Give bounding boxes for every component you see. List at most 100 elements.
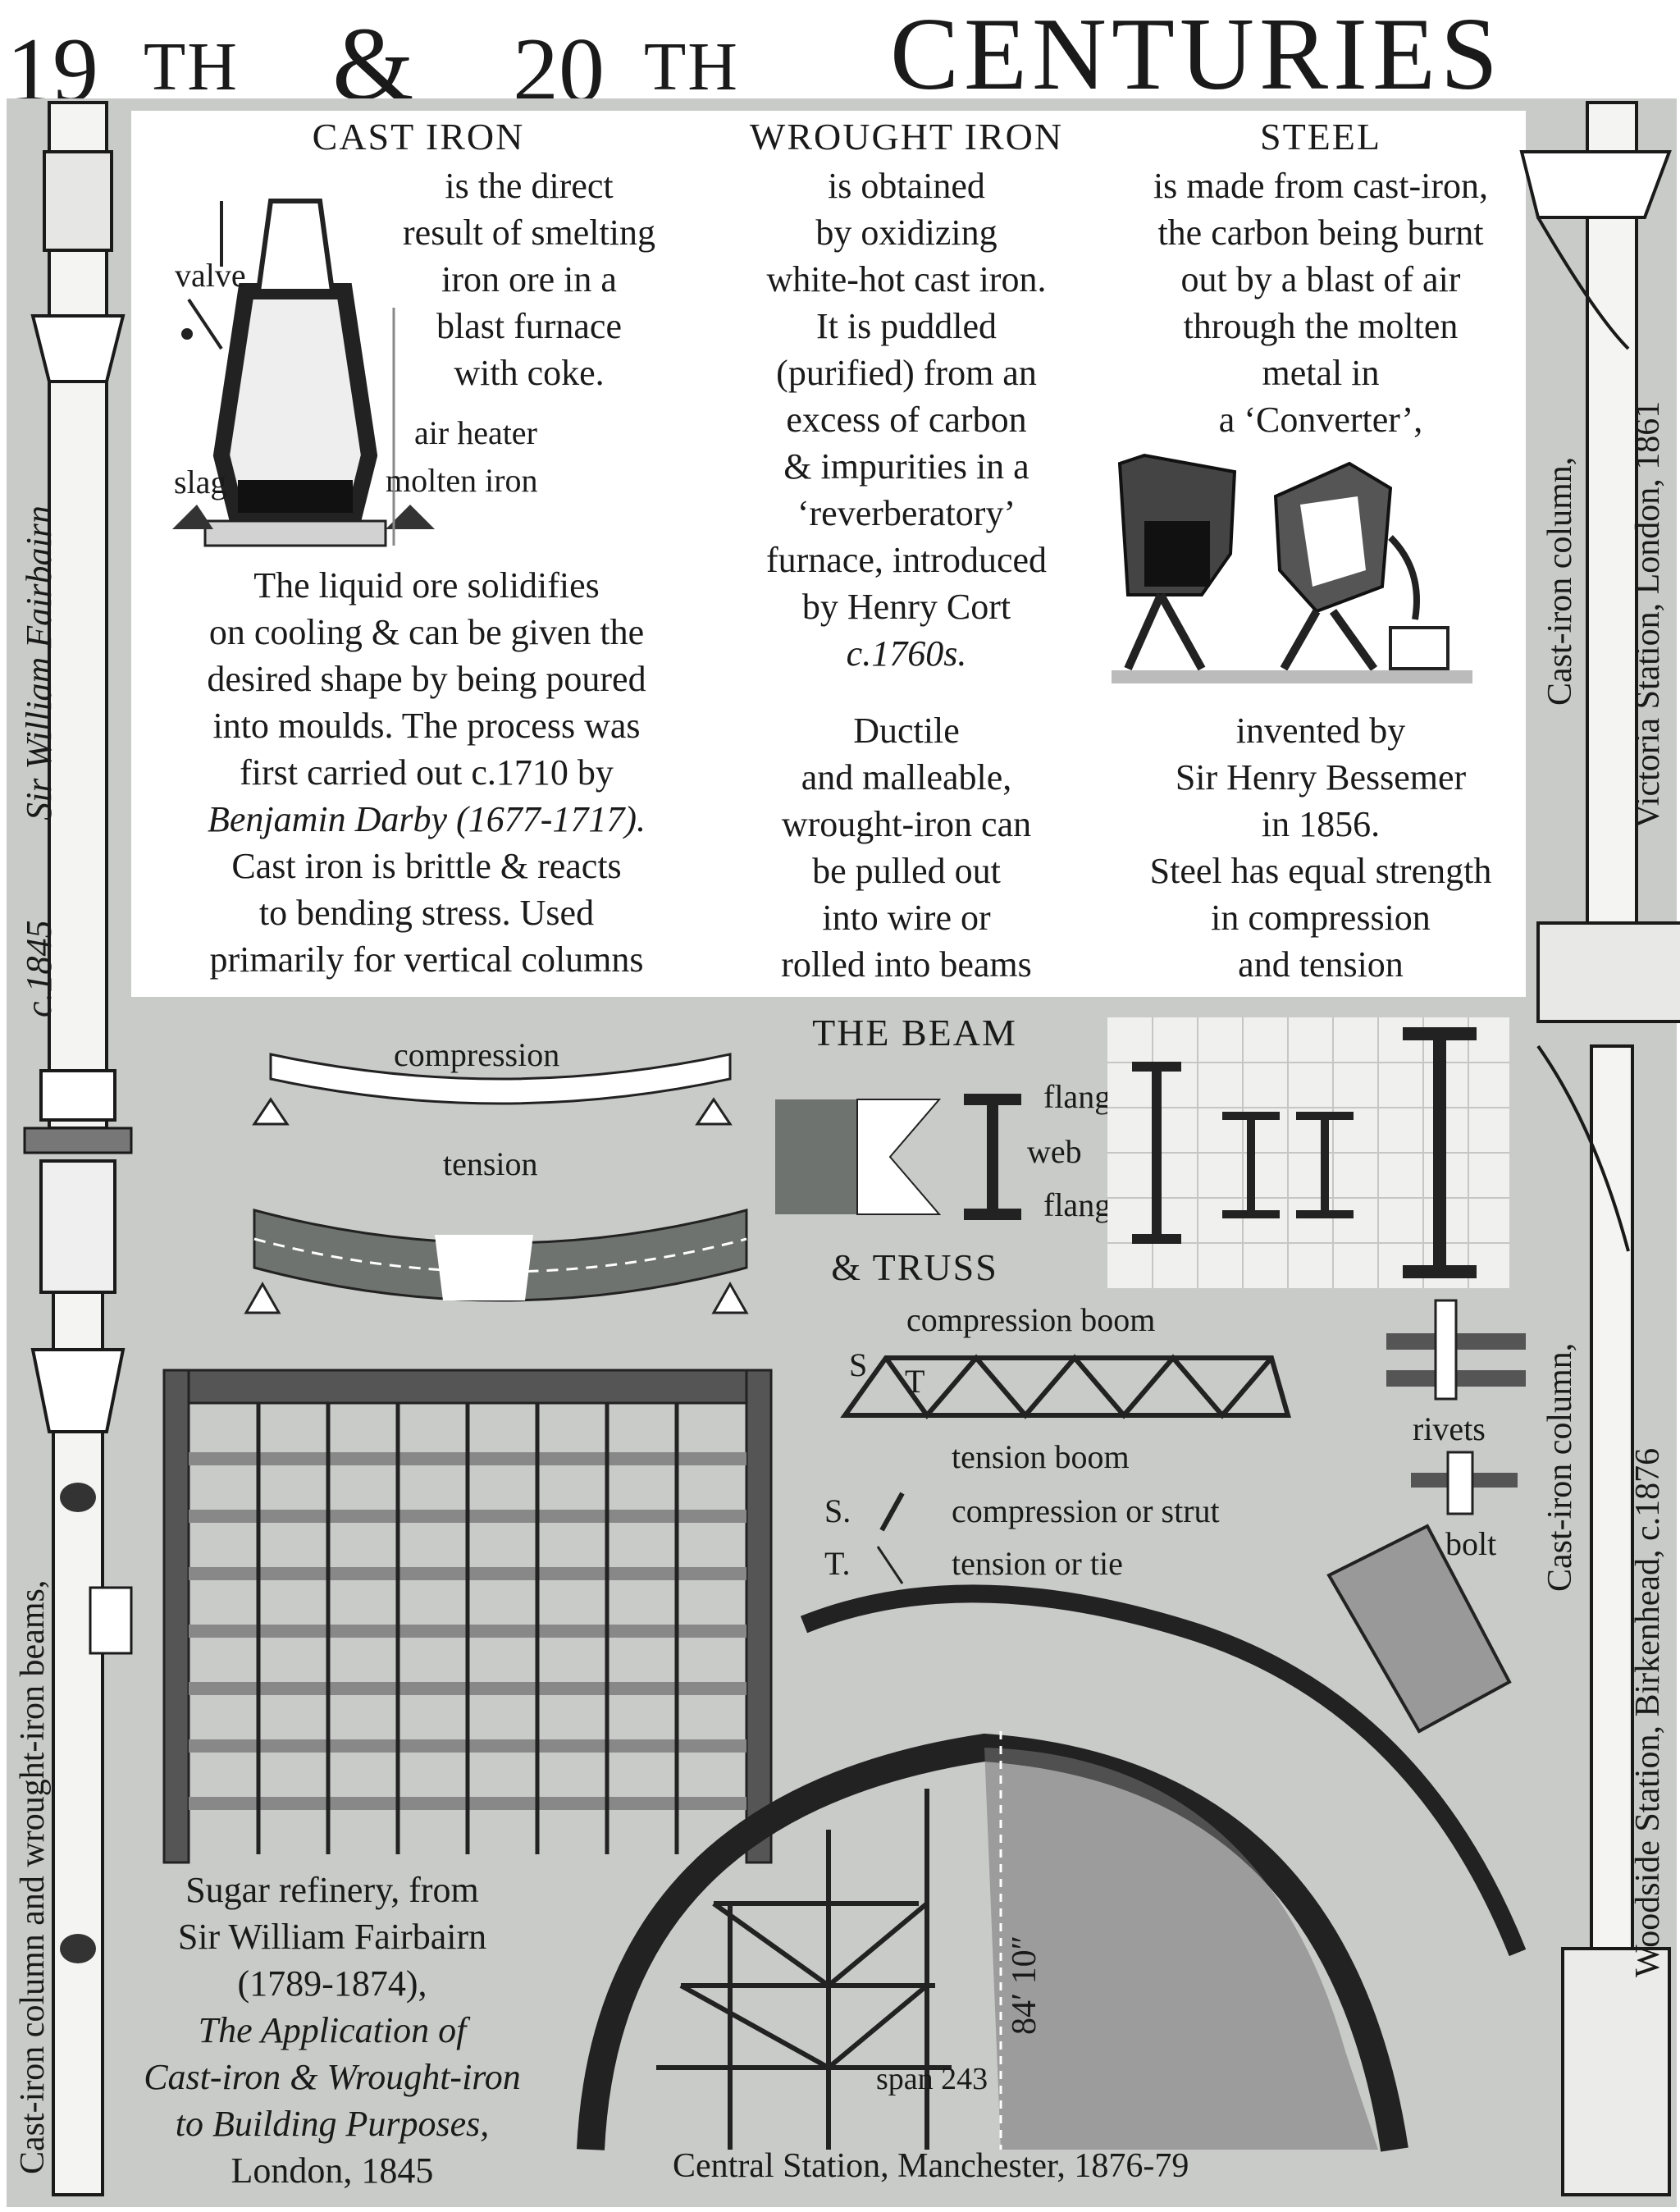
right-cast-iron-columns-illustration xyxy=(1519,101,1680,2196)
steel-body-line: through the molten xyxy=(1183,306,1459,346)
steel-properties-line: Steel has equal strength xyxy=(1149,851,1492,891)
truss-t-mark: T xyxy=(905,1363,925,1400)
victoria-station-vertical-label: Victoria Station, London, 1861 xyxy=(1629,400,1667,829)
victoria-column-vertical-label: Cast-iron column, xyxy=(1541,456,1579,706)
cast-iron-intro-line: result of smelting xyxy=(403,213,655,253)
steel-properties-line: in 1856. xyxy=(1261,804,1381,844)
cast-iron-heading: CAST IRON xyxy=(312,116,525,158)
title-th-1: TH xyxy=(144,29,239,105)
beam-bending-diagram xyxy=(244,1053,749,1314)
cast-iron-body-line: into moulds. The process was xyxy=(212,706,641,746)
tension-label: tension xyxy=(443,1145,538,1182)
cast-iron-intro-line: blast furnace xyxy=(436,306,622,346)
cast-iron-intro-line: iron ore in a xyxy=(441,259,617,299)
truss-s-mark: S xyxy=(849,1346,868,1383)
wrought-iron-body-line: & impurities in a xyxy=(783,446,1029,487)
wrought-iron-body-line: by oxidizing xyxy=(815,213,998,253)
central-station-caption: Central Station, Manchester, 1876-79 xyxy=(673,2147,1189,2185)
refinery-caption-line: Sugar refinery, from xyxy=(185,1870,479,1910)
left-cast-iron-column-illustration xyxy=(23,101,133,2196)
station-span-label: span 243 xyxy=(876,2062,988,2096)
slag-label: slag xyxy=(174,464,227,500)
wrought-iron-body-line: c.1760s. xyxy=(846,633,967,674)
wrought-iron-properties-line: be pulled out xyxy=(812,851,1001,891)
wrought-iron-heading: WROUGHT IRON xyxy=(749,116,1064,158)
cast-iron-body-line: primarily for vertical columns xyxy=(209,939,644,980)
wrought-iron-body-line: ‘reverberatory’ xyxy=(797,493,1016,533)
refinery-book-line: to Building Purposes, xyxy=(175,2104,490,2144)
page-title: 19 TH & 20 TH CENTURIES xyxy=(0,0,1680,117)
rivets-label: rivets xyxy=(1413,1410,1486,1447)
refinery-caption: Sugar refinery, from Sir William Fairbai… xyxy=(107,1867,558,2194)
wrought-iron-body-line: furnace, introduced xyxy=(765,540,1048,580)
cast-iron-body-line: to bending stress. Used xyxy=(258,893,595,933)
wrought-iron-body-line: by Henry Cort xyxy=(801,587,1011,627)
wrought-iron-properties: Ductile and malleable, wrought-iron can … xyxy=(722,707,1091,988)
wrought-iron-body-line: It is puddled xyxy=(816,306,997,346)
steel-properties-line: invented by xyxy=(1235,711,1406,751)
cast-iron-intro-line: is the direct xyxy=(445,166,614,206)
steel-body: is made from cast-iron, the carbon being… xyxy=(1099,162,1542,443)
woodside-station-vertical-label: Woodside Station, Birkenhead, c.1876 xyxy=(1629,1447,1667,1977)
steel-properties-line: Sir Henry Bessemer xyxy=(1175,757,1467,798)
refinery-caption-line: Sir William Fairbairn xyxy=(177,1917,487,1957)
compression-label: compression xyxy=(394,1036,560,1073)
molten-iron-label: molten iron xyxy=(386,462,538,499)
steel-properties: invented by Sir Henry Bessemer in 1856. … xyxy=(1099,707,1542,988)
beams-vertical-label: Cast-iron column and wrought-iron beams, xyxy=(14,1579,52,2174)
title-th-2: TH xyxy=(644,29,739,105)
refinery-book-line: Cast-iron & Wrought-iron xyxy=(144,2057,521,2097)
wrought-iron-body-line: excess of carbon xyxy=(786,400,1027,440)
blast-furnace-diagram xyxy=(172,199,435,547)
wrought-iron-properties-line: into wire or xyxy=(822,898,991,938)
steel-body-line: the carbon being burnt xyxy=(1157,213,1484,253)
compression-boom-label: compression boom xyxy=(906,1301,1156,1338)
woodside-column-vertical-label: Cast-iron column, xyxy=(1541,1342,1579,1592)
cast-iron-intro-line: with coke. xyxy=(454,353,605,393)
fasteners-diagram xyxy=(1386,1299,1526,1515)
wrought-iron-properties-line: wrought-iron can xyxy=(781,804,1032,844)
cast-iron-body-line: The liquid ore solidifies xyxy=(253,565,600,606)
strut-key: S. xyxy=(824,1492,851,1529)
cast-iron-body: The liquid ore solidifies on cooling & c… xyxy=(139,562,714,983)
wrought-iron-properties-line: and malleable, xyxy=(801,757,1012,798)
central-station-arch-diagram xyxy=(577,1524,1527,2152)
bessemer-converter-diagram xyxy=(1112,453,1472,683)
wrought-iron-body: is obtained by oxidizing white-hot cast … xyxy=(722,162,1091,677)
tie-key: T. xyxy=(824,1545,851,1582)
valve-label: valve xyxy=(175,257,246,294)
sugar-refinery-diagram xyxy=(162,1369,773,1864)
tension-boom-label: tension boom xyxy=(952,1438,1130,1475)
truss-diagram xyxy=(840,1354,1291,1419)
tie-description: tension or tie xyxy=(952,1545,1123,1582)
wrought-iron-body-line: is obtained xyxy=(828,166,985,206)
title-centuries: CENTURIES xyxy=(890,0,1503,112)
steel-properties-line: in compression xyxy=(1211,898,1431,938)
cast-iron-body-line: Benjamin Darby (1677-1717). xyxy=(207,799,646,839)
cast-iron-body-line: first carried out c.1710 by xyxy=(240,752,614,793)
steel-heading: STEEL xyxy=(1260,116,1381,158)
steel-body-line: a ‘Converter’, xyxy=(1218,400,1423,440)
station-height-label: 84′ 10″ xyxy=(1006,1935,1043,2035)
refinery-place-line: London, 1845 xyxy=(231,2150,434,2191)
cast-iron-body-line: Cast iron is brittle & reacts xyxy=(231,846,622,886)
steel-body-line: metal in xyxy=(1262,353,1380,393)
refinery-caption-line: (1789-1874), xyxy=(237,1963,427,2004)
web-label: web xyxy=(1027,1133,1082,1170)
bolt-label: bolt xyxy=(1445,1525,1497,1562)
beam-sections-grid xyxy=(1107,1017,1509,1288)
air-heater-label: air heater xyxy=(414,414,537,451)
steel-body-line: is made from cast-iron, xyxy=(1153,166,1489,206)
beam-stress-diagram xyxy=(775,1094,1021,1220)
fairbairn-vertical-label: Sir William Fairbairn xyxy=(19,505,59,820)
cast-iron-intro: is the direct result of smelting iron or… xyxy=(365,162,693,396)
wrought-iron-body-line: (purified) from an xyxy=(776,353,1037,393)
wrought-iron-properties-line: rolled into beams xyxy=(781,944,1032,985)
strut-description: compression or strut xyxy=(952,1492,1220,1529)
cast-iron-body-line: desired shape by being poured xyxy=(207,659,646,699)
fairbairn-date-vertical-label: c.1845 xyxy=(19,920,59,1017)
wrought-iron-properties-line: Ductile xyxy=(853,711,960,751)
wrought-iron-body-line: white-hot cast iron. xyxy=(766,259,1047,299)
steel-body-line: out by a blast of air xyxy=(1180,259,1461,299)
truss-heading: & TRUSS xyxy=(831,1246,998,1288)
